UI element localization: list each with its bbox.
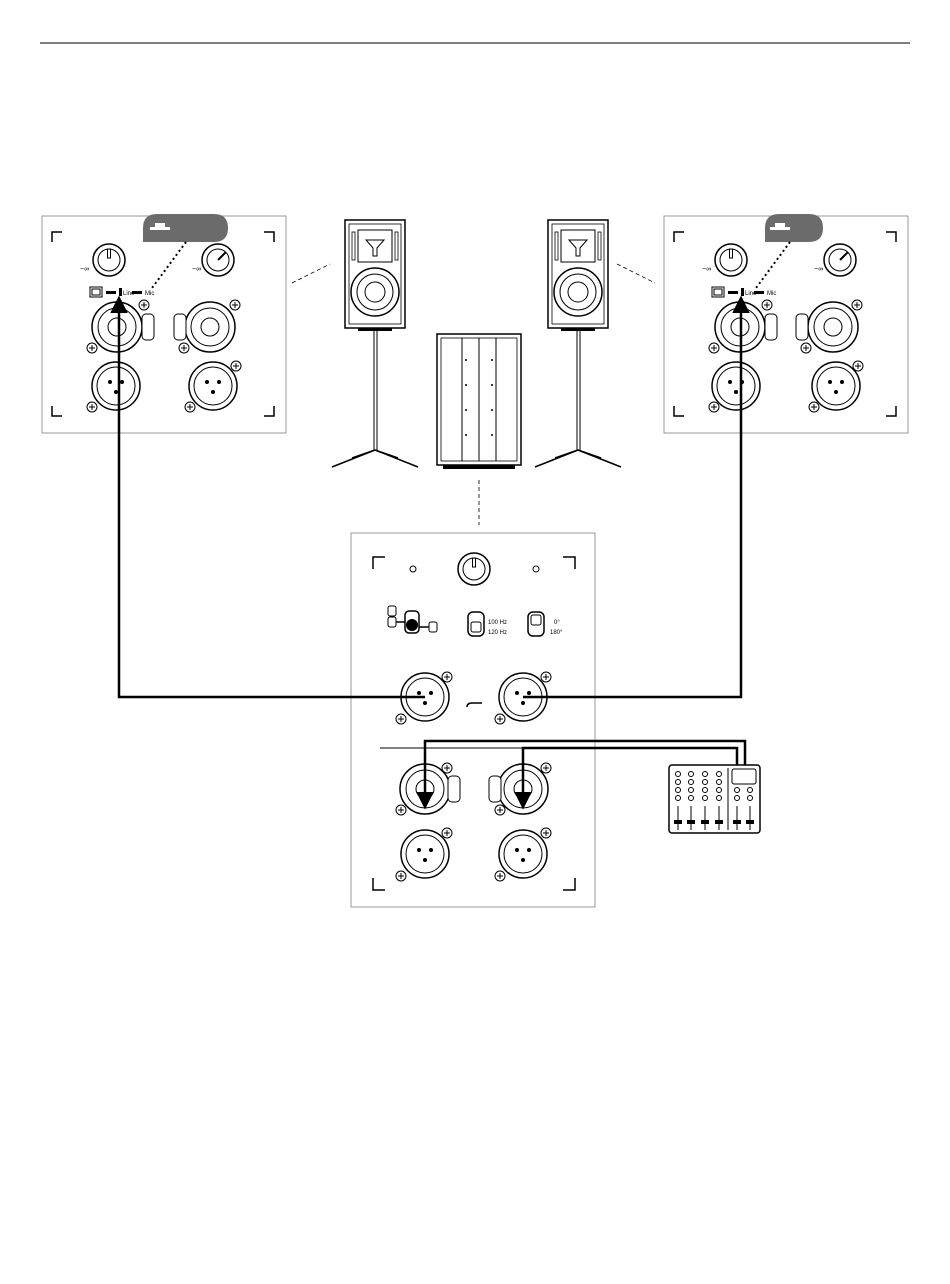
selector-mic-label: Mic bbox=[767, 291, 776, 297]
mixer-icon bbox=[669, 765, 760, 833]
speaker-icon bbox=[332, 220, 418, 467]
polarity-label-b: 180° bbox=[550, 630, 563, 636]
volume-knob-icon bbox=[824, 244, 856, 276]
panel-right: −∞ −∞ Line Mic bbox=[664, 214, 908, 433]
volume-knob-icon bbox=[202, 244, 234, 276]
volume-knob-icon bbox=[458, 553, 490, 585]
speaker-icon bbox=[535, 220, 621, 467]
callout-badge-right bbox=[765, 214, 823, 242]
volume-knob-icon bbox=[715, 244, 747, 276]
knob-label-left: −∞ bbox=[80, 266, 89, 273]
crossover-label-b: 120 Hz bbox=[488, 630, 507, 636]
callout-badge-left bbox=[143, 214, 228, 242]
knob-label-right: −∞ bbox=[814, 266, 823, 273]
panel-left: −∞ −∞ Line Mic bbox=[42, 214, 286, 433]
knob-label-right: −∞ bbox=[192, 266, 201, 273]
subwoofer-icon bbox=[437, 334, 521, 469]
selector-mic-label: Mic bbox=[145, 291, 154, 297]
crossover-label-a: 100 Hz bbox=[488, 620, 507, 626]
knob-label-left: −∞ bbox=[702, 266, 711, 273]
polarity-label-a: 0° bbox=[554, 620, 560, 626]
sub-panel: 100 Hz 120 Hz 0° 180° bbox=[351, 533, 595, 907]
volume-knob-icon bbox=[93, 244, 125, 276]
